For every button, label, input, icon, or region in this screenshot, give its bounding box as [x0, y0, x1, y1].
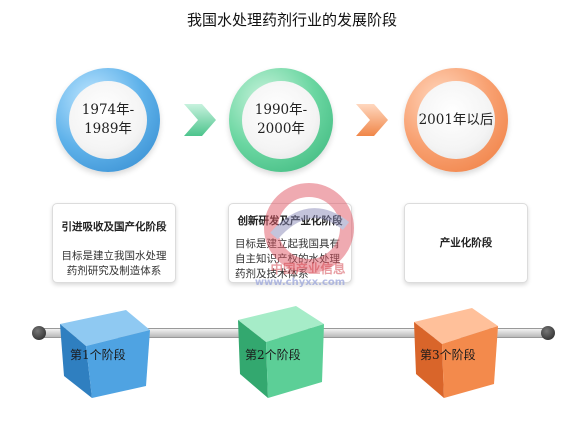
timeline-right-cap — [541, 326, 555, 340]
stage-2-label: 第2个阶段 — [245, 348, 301, 362]
stage-1-period-start: 1974年- — [81, 102, 135, 118]
stage-2-period-start: 1990年- — [254, 102, 308, 118]
stage-1-period-circle: 1974年- 1989年 — [56, 68, 160, 172]
stage-1-card-title: 引进吸收及国产化阶段 — [61, 221, 167, 233]
stage-3-cube — [414, 308, 498, 398]
stage-1-card-desc: 目标是建立我国水处理药剂研究及制造体系 — [61, 250, 167, 277]
stage-2-period-circle: 1990年- 2000年 — [229, 68, 333, 172]
stage-1-cube — [60, 310, 150, 398]
watermark-text: 中国产业信息 — [270, 261, 346, 276]
stage-3-card-title: 产业化阶段 — [439, 236, 493, 249]
stage-1-period-end: 1989年 — [84, 121, 132, 137]
chevron-right-icon — [356, 104, 388, 136]
stage-2-card-title: 创新研发及产业化阶段 — [237, 215, 343, 227]
timeline-left-cap — [32, 326, 46, 340]
stage-3-card: 产业化阶段 — [404, 203, 528, 283]
stage-3-label: 第3个阶段 — [420, 348, 476, 362]
stage-2-cube — [238, 306, 324, 398]
stage-1-label: 第1个阶段 — [70, 348, 126, 362]
stage-1-card: 引进吸收及国产化阶段 目标是建立我国水处理药剂研究及制造体系 — [52, 203, 176, 283]
chevron-right-icon — [184, 104, 216, 136]
watermark-url: www.chyxx.com — [254, 277, 346, 288]
stage-3-period-circle: 2001年以后 — [404, 68, 508, 172]
diagram-title: 我国水处理药剂行业的发展阶段 — [186, 11, 397, 29]
stage-3-period: 2001年以后 — [418, 111, 494, 128]
stage-2-period-end: 2000年 — [257, 121, 305, 137]
